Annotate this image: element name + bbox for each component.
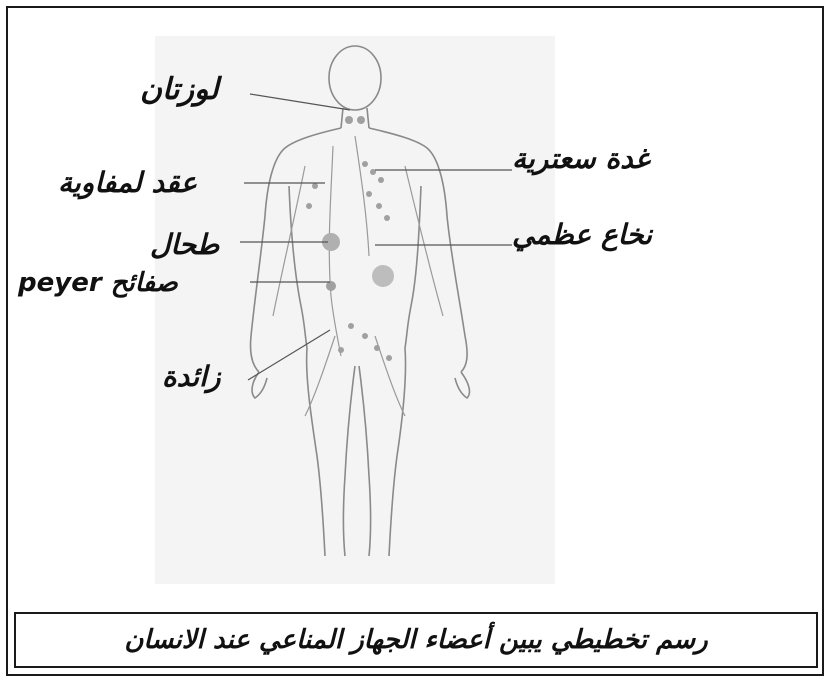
label-appendix: زائدة — [162, 360, 220, 393]
label-spleen: طحال — [150, 228, 219, 261]
label-lymph-nodes: عقد لمفاوية — [58, 166, 197, 199]
tonsils-leader — [250, 94, 350, 110]
label-peyer: صفائح peyer — [18, 268, 178, 298]
label-bone-marrow: نخاع عظمي — [512, 218, 652, 251]
diagram-caption: رسم تخطيطي يبين أعضاء الجهاز المناعي عند… — [124, 625, 707, 655]
label-thymus: غدة سعترية — [512, 142, 649, 175]
caption-box: رسم تخطيطي يبين أعضاء الجهاز المناعي عند… — [14, 612, 818, 668]
label-tonsils: لوزتان — [140, 72, 219, 107]
appendix-leader — [248, 330, 330, 380]
